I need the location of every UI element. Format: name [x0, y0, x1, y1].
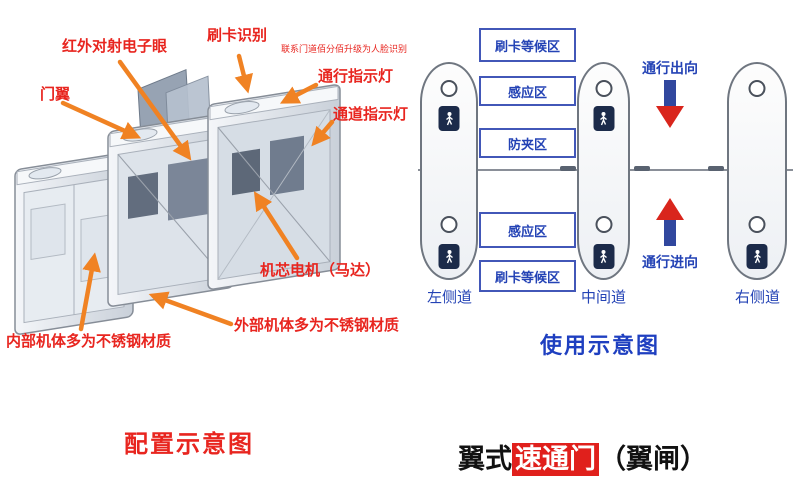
arrow-inner-body-icon	[78, 252, 101, 332]
lane-label-middle: 中间道	[581, 288, 627, 306]
title-prefix: 翼式	[458, 444, 512, 475]
page-title: 翼式速通门（翼闸）	[458, 437, 707, 476]
person-icon	[746, 244, 768, 269]
label-lane-light: 通道指示灯	[333, 105, 409, 123]
arrow-wing-icon	[60, 100, 142, 140]
direction-in-label: 通行进向	[642, 255, 698, 271]
motor-block	[270, 135, 304, 196]
zone-box-anti-pinch: 防夹区	[479, 128, 576, 158]
arrow-infrared-icon	[117, 59, 192, 161]
zone-box-card-wait-top: 刷卡等候区	[479, 28, 576, 62]
title-highlight: 速通门	[512, 443, 599, 476]
turnstile-illustration	[14, 53, 341, 335]
label-wing: 门翼	[40, 85, 71, 103]
title-suffix: （翼闸）	[599, 444, 707, 475]
left-caption: 配置示意图	[124, 430, 254, 458]
zone-box-sensing-bottom: 感应区	[479, 212, 576, 248]
cabinet-right-3d	[207, 84, 341, 290]
reader-circle	[440, 80, 458, 97]
person-icon	[438, 244, 460, 269]
flap-wing-mark	[560, 166, 576, 171]
cabinet-middle-topview	[577, 62, 630, 280]
label-pass-light: 通行指示灯	[318, 67, 394, 85]
flap-wing-mark	[708, 166, 724, 171]
person-icon	[593, 106, 614, 131]
motor-block	[232, 148, 260, 196]
reader-oval	[28, 167, 62, 180]
reader-circle	[595, 216, 612, 233]
direction-out-label: 通行出向	[642, 61, 698, 77]
person-icon	[438, 106, 460, 131]
flap-wing-mark	[634, 166, 650, 171]
arrow-motor-icon	[253, 191, 300, 261]
cabinet-right-topview	[727, 62, 787, 280]
lane-label-left: 左侧道	[427, 288, 473, 306]
label-outer-body: 外部机体多为不锈钢材质	[234, 316, 400, 334]
reader-circle	[748, 80, 766, 97]
person-icon	[593, 244, 614, 269]
arrow-outer-body-icon	[148, 291, 234, 327]
right-caption: 使用示意图	[540, 334, 661, 359]
reader-circle	[595, 80, 612, 97]
label-card-reader: 刷卡识别	[207, 26, 268, 44]
cabinet-left-3d	[14, 151, 134, 335]
cabinet-middle-3d	[107, 68, 235, 307]
cabinet-left-topview	[420, 62, 478, 280]
zone-box-sensing-top: 感应区	[479, 76, 576, 106]
arrow-entry-direction-icon	[656, 198, 684, 246]
reader-circle	[748, 216, 766, 233]
lane-label-right: 右侧道	[735, 288, 781, 306]
label-motor: 机芯电机（马达）	[260, 261, 381, 279]
label-inner-body: 内部机体多为不锈钢材质	[6, 332, 172, 350]
arrow-pass-light-icon	[279, 82, 319, 104]
label-infrared: 红外对射电子眼	[62, 37, 168, 55]
arrow-lane-light-icon	[311, 119, 335, 147]
callout-arrows	[60, 53, 335, 332]
reader-circle	[440, 216, 458, 233]
reader-oval	[224, 100, 260, 115]
arrow-exit-direction-icon	[656, 80, 684, 128]
zone-box-card-wait-bottom: 刷卡等候区	[479, 260, 576, 292]
label-card-reader-note: 联系门道佰分佰升级为人脸识别	[281, 45, 408, 55]
arrow-card-reader-icon	[234, 53, 253, 94]
